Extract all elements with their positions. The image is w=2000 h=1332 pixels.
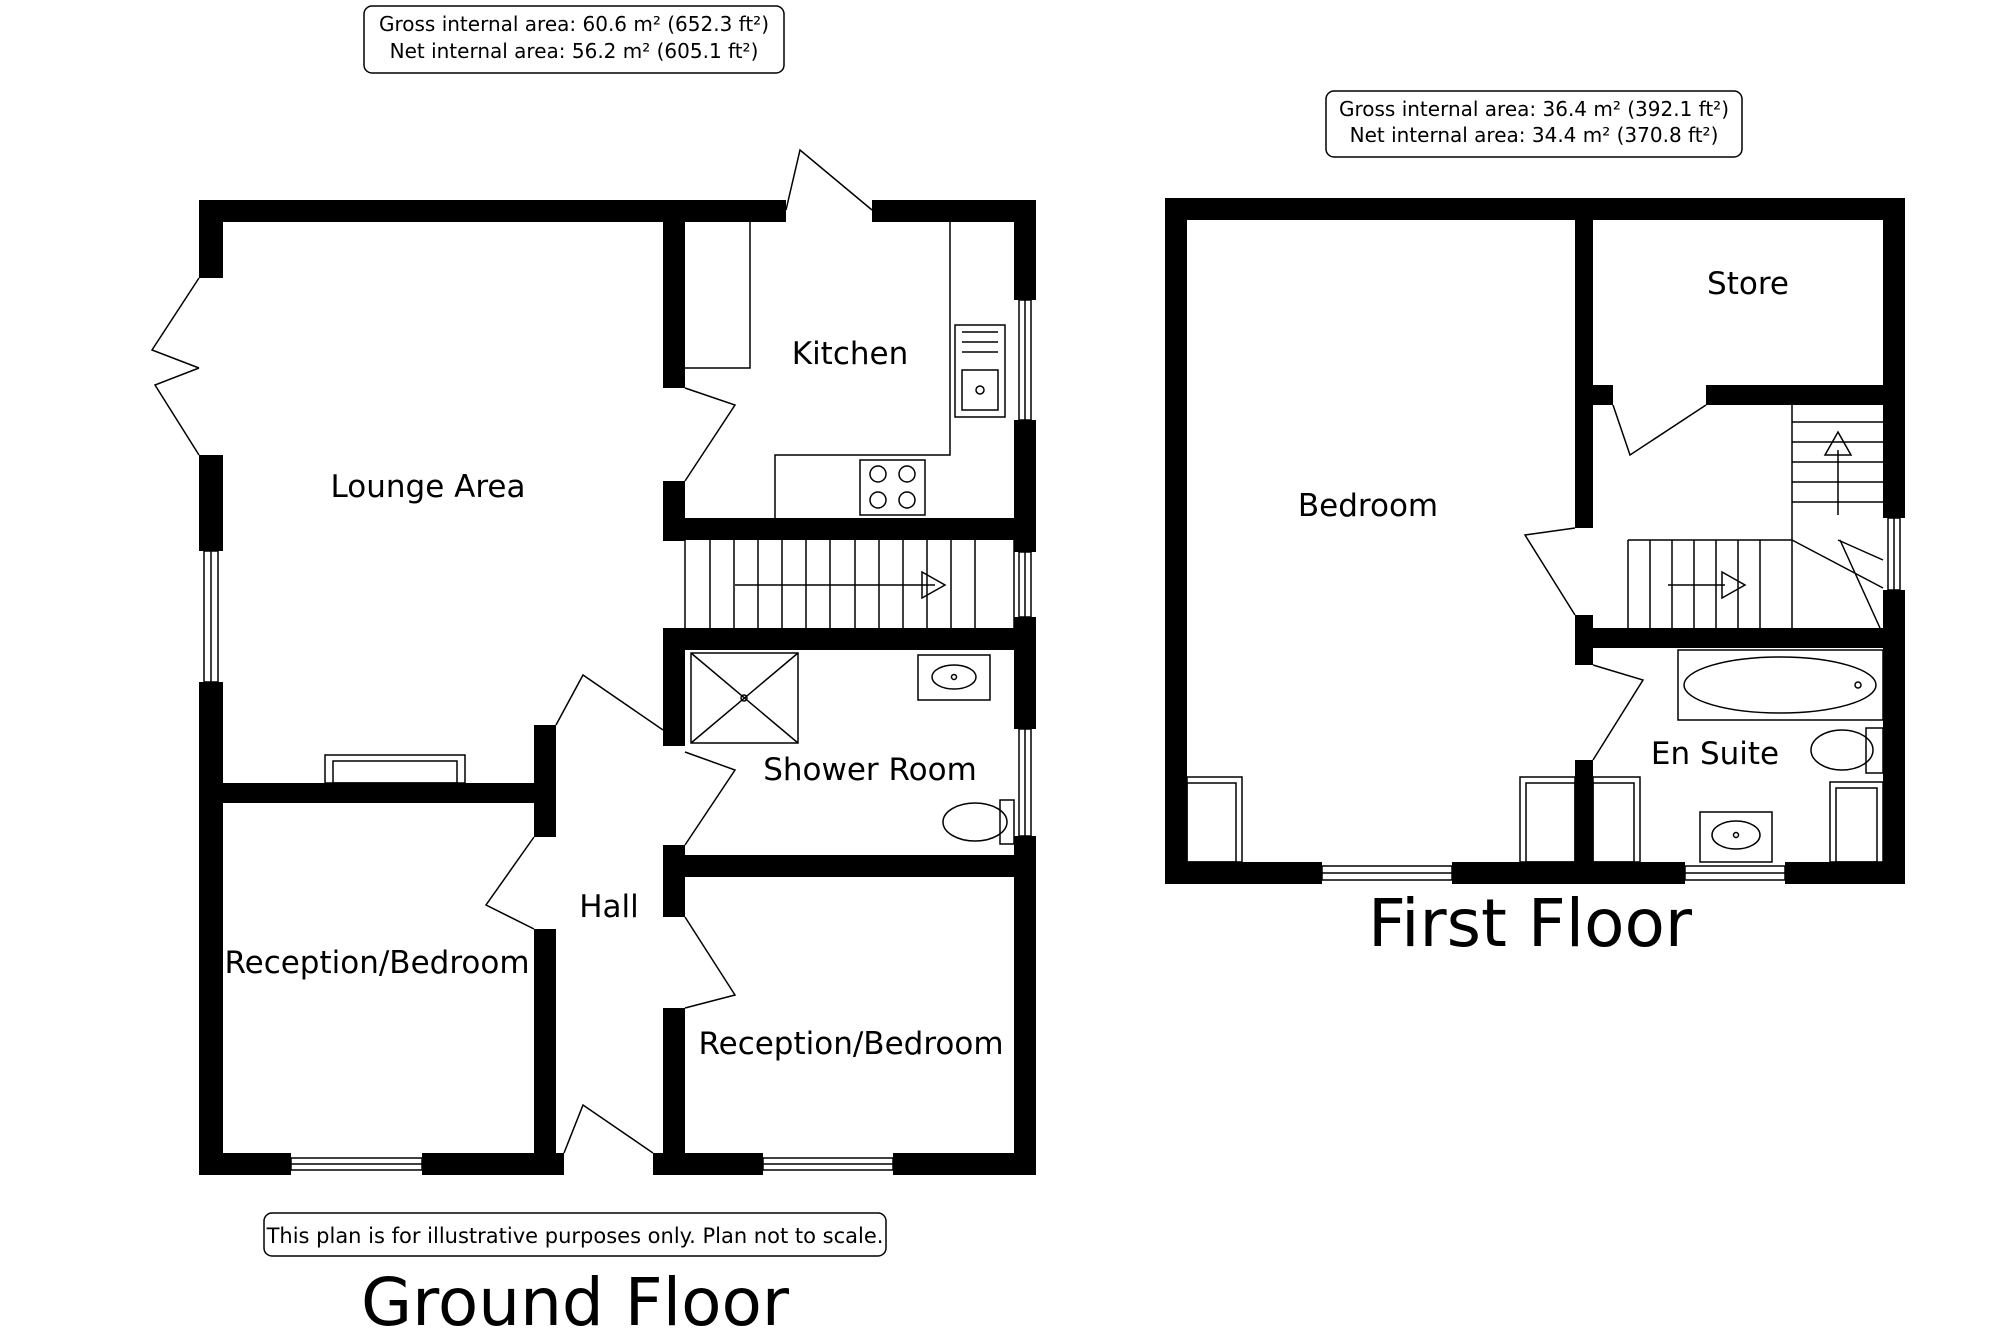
- room-label-reception-left: Reception/Bedroom: [224, 945, 529, 981]
- first-floor-stairs: [1627, 405, 1884, 629]
- ground-floor-walls: [199, 200, 1036, 1175]
- room-label-lounge: Lounge Area: [331, 469, 526, 505]
- toilet-icon: [942, 802, 1008, 842]
- wardrobe-icon: [1519, 776, 1576, 863]
- room-label-bedroom: Bedroom: [1298, 488, 1438, 524]
- first-floor-walls: [1165, 198, 1905, 884]
- first-floor-doors: [1523, 404, 1707, 761]
- toilet-icon: [1810, 729, 1874, 771]
- ground-floor-plan: Gross internal area: 60.6 m² (652.3 ft²)…: [150, 5, 1036, 1332]
- ground-floor-stairs: [684, 540, 1015, 628]
- disclaimer-text: This plan is for illustrative purposes o…: [266, 1224, 884, 1248]
- cupboard-icon: [1186, 776, 1243, 863]
- room-label-hall: Hall: [579, 889, 639, 925]
- sink-icon: [954, 324, 1006, 418]
- room-label-reception-right: Reception/Bedroom: [698, 1026, 1003, 1062]
- ground-floor-net-area: Net internal area: 56.2 m² (605.1 ft²): [390, 39, 759, 63]
- shower-tray-icon: [690, 652, 799, 744]
- fireplace-icon: [324, 754, 466, 784]
- first-floor-net-area: Net internal area: 34.4 m² (370.8 ft²): [1350, 123, 1719, 147]
- bedroom-fixtures: [1186, 776, 1641, 863]
- ground-floor-windows: [203, 299, 1032, 1171]
- hob-icon: [859, 459, 926, 516]
- ground-floor-doors: [150, 148, 873, 1154]
- shower-room-fixtures: [690, 652, 1015, 845]
- room-label-store: Store: [1707, 266, 1789, 302]
- wardrobe-icon: [1829, 781, 1884, 863]
- ground-floor-area-box: Gross internal area: 60.6 m² (652.3 ft²)…: [363, 5, 785, 74]
- kitchen-fixtures: [685, 222, 1006, 518]
- ground-floor-gross-area: Gross internal area: 60.6 m² (652.3 ft²): [379, 12, 769, 36]
- basin-icon: [917, 654, 991, 701]
- first-floor-windows: [1321, 517, 1901, 881]
- first-floor-area-box: Gross internal area: 36.4 m² (392.1 ft²)…: [1325, 90, 1743, 158]
- first-floor-plan: Gross internal area: 36.4 m² (392.1 ft²)…: [1165, 90, 1905, 962]
- first-floor-title: First Floor: [1368, 885, 1693, 962]
- room-label-kitchen: Kitchen: [792, 336, 909, 372]
- room-label-en-suite: En Suite: [1651, 736, 1779, 772]
- bath-icon: [1677, 649, 1884, 721]
- disclaimer-box: This plan is for illustrative purposes o…: [263, 1212, 887, 1257]
- ground-floor-title: Ground Floor: [361, 1264, 790, 1332]
- first-floor-gross-area: Gross internal area: 36.4 m² (392.1 ft²): [1339, 97, 1729, 121]
- basin-icon: [1699, 811, 1773, 863]
- room-label-shower-room: Shower Room: [763, 752, 977, 788]
- en-suite-fixtures: [1677, 649, 1884, 863]
